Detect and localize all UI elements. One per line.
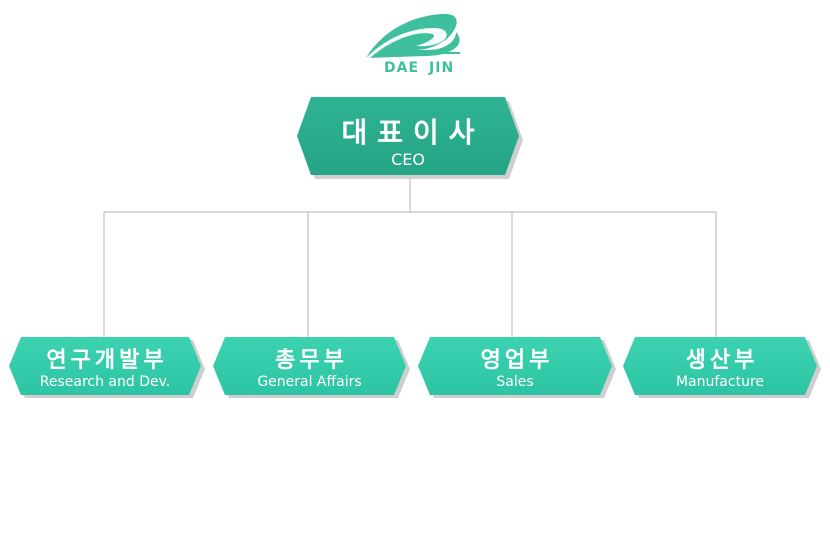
dept-box-sales: 영업부 Sales [418,337,612,395]
dept-title-en: Sales [496,374,534,390]
ceo-box: 대표이사 CEO [297,97,519,175]
dept-title-kr: 영업부 [480,348,554,373]
dept-title-en: Research and Dev. [39,374,171,390]
ceo-title-en: CEO [391,150,425,169]
logo-word-jin: JIN [429,60,455,76]
dept-title-en: Manufacture [675,374,765,390]
dept-title-en: General Affairs [257,374,362,390]
dept-box-general-affairs: 총무부 General Affairs [213,337,406,395]
dept-title-kr: 생산부 [685,348,759,373]
dept-title-kr: 총무부 [275,348,348,373]
logo-swoosh-icon [366,13,460,59]
ceo-title-kr: 대표이사 [341,116,485,149]
logo-word-dae: DAE [384,60,420,76]
logo-wordmark: DAE JIN [384,60,454,76]
dept-title-kr: 연구개발부 [46,348,168,373]
daejin-logo: DAE JIN [360,12,470,80]
dept-box-research: 연구개발부 Research and Dev. [9,337,201,395]
dept-box-manufacture: 생산부 Manufacture [623,337,817,395]
